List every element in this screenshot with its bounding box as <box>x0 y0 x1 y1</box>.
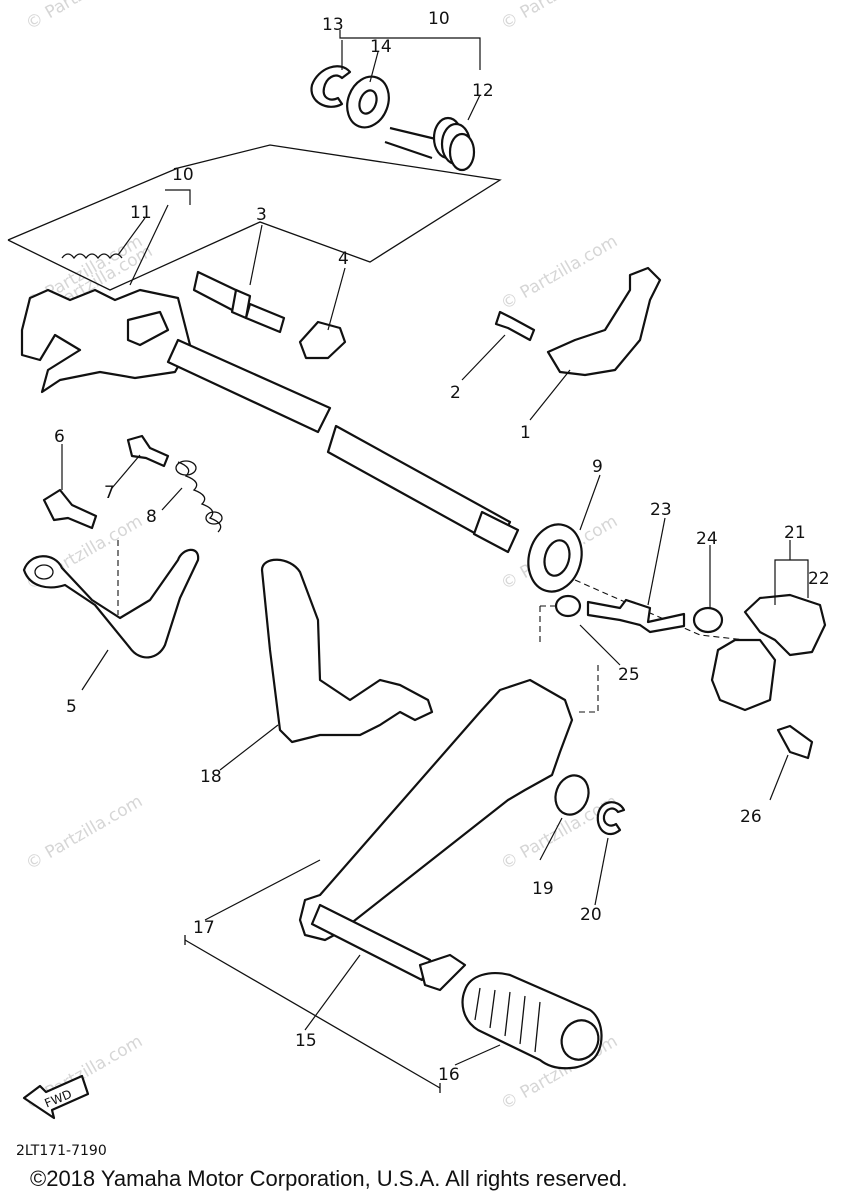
callout-7: 7 <box>104 483 115 503</box>
part-4-retainer <box>298 320 347 360</box>
callout-26: 26 <box>740 807 762 827</box>
part-16-pedal-rubber <box>461 972 603 1070</box>
callout-10a: 10 <box>428 9 450 29</box>
callout-24: 24 <box>696 529 718 549</box>
part-19-washer <box>554 774 590 816</box>
part-10-shift-lever-assembly <box>20 288 192 394</box>
part-21-joint-assembly <box>710 638 777 712</box>
part-15-rod-end <box>418 953 467 992</box>
watermark-text: © Partzilla.com <box>23 791 147 874</box>
diagram-code: 2LT171-7190 <box>16 1143 107 1159</box>
part-15-pedal-rod <box>310 903 432 982</box>
part-12-spring <box>384 116 476 172</box>
callout-3: 3 <box>256 205 267 225</box>
callout-16: 16 <box>438 1065 460 1085</box>
callout-8: 8 <box>146 507 157 527</box>
part-3-stud-bolt <box>192 270 286 334</box>
part-9-oil-seal-hole <box>543 539 571 577</box>
part-14-washer-hole <box>358 89 378 115</box>
callout-5: 5 <box>66 697 77 717</box>
callout-17: 17 <box>193 918 215 938</box>
part-11-spring <box>61 253 123 260</box>
callout-2: 2 <box>450 383 461 403</box>
shift-shaft <box>166 338 520 554</box>
bracket-15-16-17 <box>184 939 441 1089</box>
callout-1: 1 <box>520 423 531 443</box>
leader-lines <box>61 30 809 1066</box>
copyright-text: ©2018 Yamaha Motor Corporation, U.S.A. A… <box>30 1166 628 1191</box>
callout-19: 19 <box>532 879 554 899</box>
part-25-nut <box>554 594 582 618</box>
part-15-shift-pedal <box>298 678 574 942</box>
callout-4: 4 <box>338 249 349 269</box>
part-5-hole <box>34 564 54 580</box>
callout-23: 23 <box>650 500 672 520</box>
callout-18: 18 <box>200 767 222 787</box>
callout-11: 11 <box>130 203 152 223</box>
part-24-collar <box>692 606 724 634</box>
callout-10b: 10 <box>172 165 194 185</box>
callout-15: 15 <box>295 1031 317 1051</box>
part-18-shift-arm <box>260 558 434 744</box>
callout-21: 21 <box>784 523 806 543</box>
part-20-circlip <box>596 801 626 836</box>
watermark-text: © Partzilla.com <box>498 0 622 34</box>
part-5-stopper-lever <box>22 548 200 659</box>
callout-20: 20 <box>580 905 602 925</box>
callout-labels: 1 2 3 4 5 6 7 8 9 10 10 11 12 13 14 15 1… <box>54 9 830 1085</box>
part-10-lever-slot <box>126 310 170 347</box>
callout-6: 6 <box>54 427 65 447</box>
part-1-guide-plate <box>546 266 662 377</box>
part-7-bolt <box>126 434 170 468</box>
fwd-arrow-icon: FWD <box>22 1074 90 1120</box>
callout-12: 12 <box>472 81 494 101</box>
callout-22: 22 <box>808 569 830 589</box>
watermark-text: © Partzilla.com <box>23 0 147 34</box>
callout-25: 25 <box>618 665 640 685</box>
part-13-circlip <box>310 65 352 108</box>
callout-9: 9 <box>592 457 603 477</box>
assembly-box-upper <box>7 144 502 291</box>
callout-14: 14 <box>370 37 392 57</box>
part-8-spring <box>175 460 223 533</box>
part-26-screw <box>776 724 814 760</box>
part-23-joint-bolt <box>586 598 686 634</box>
callout-13: 13 <box>322 15 344 35</box>
part-2-screw <box>494 310 536 342</box>
part-6-bolt <box>42 488 98 530</box>
watermark-text: © Partzilla.com <box>498 231 622 314</box>
